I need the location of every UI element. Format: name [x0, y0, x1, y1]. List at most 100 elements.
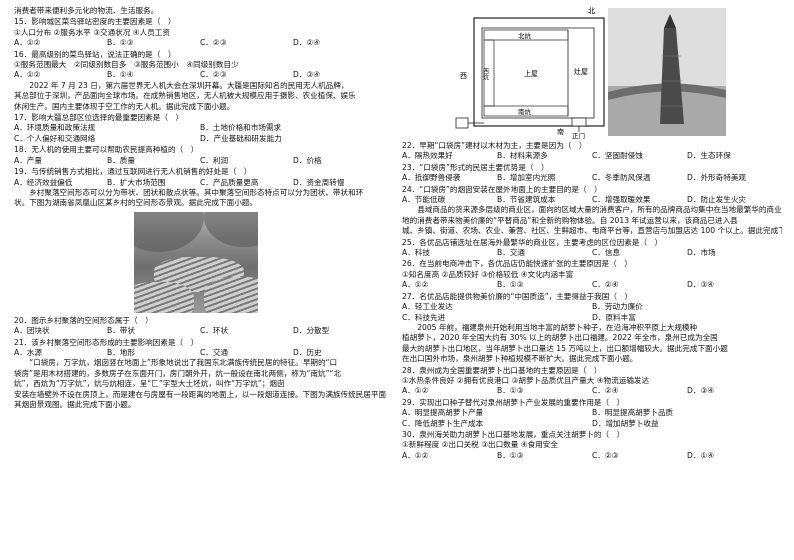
- options: A．环境质量和政策法规 B．土地价格和市场需求: [14, 123, 386, 133]
- option-d: D．市场: [687, 248, 716, 258]
- question-21: 21．该乡村聚落空间形态形成的主要影响因素是（ ） A．水源 B．地形 C．交通…: [14, 338, 386, 359]
- option-b: B．①③: [497, 280, 524, 290]
- passage-village: 乡村聚落空间形态可以分为带状、团状和散点状等。其中聚落空间形态特点可以分为团状、…: [14, 188, 386, 209]
- option-b: B．地形: [107, 347, 135, 357]
- options: A．经济效益偏低 B．扩大市场范围 C．产品质量更高 D．资金周转慢: [14, 178, 386, 188]
- option-c: C．产品质量更高: [200, 177, 259, 187]
- option-d: D．分散型: [293, 326, 330, 336]
- option-b: B．①③: [497, 450, 524, 460]
- options: C．个人偏好和交通网络 D．产业基础和研发能力: [14, 134, 386, 144]
- option-c: C．②③: [200, 70, 227, 80]
- figure-area: 北 西 南 北炕 南炕 西炕 上屋 灶屋 正门: [402, 6, 782, 140]
- options: A．明显提高胡萝卜产量 B．明显提高胡萝卜品质: [402, 408, 782, 418]
- option-c: C．②④: [592, 280, 619, 290]
- question-18: 18．无人机的使用主要可以帮助农民提高种植的（ ） A．产量 B．质量 C．利润…: [14, 145, 386, 166]
- village-landscape-photo: [134, 211, 258, 313]
- options: C．降低胡萝卜生产成本 D．增加胡萝卜收益: [402, 419, 782, 429]
- passage-line: 2022 年 7 月 23 日，第六届世界无人机大会在深圳开幕。大疆是国际知名的…: [29, 80, 349, 90]
- option-a: A．节能低碳: [402, 195, 446, 205]
- option-c: C．②④: [592, 386, 619, 396]
- question-items: ①水热条件良好 ②拥有优良港口 ③胡萝卜品质优且产量大 ④物流运输发达: [402, 375, 650, 385]
- passage-line: 炕”，西炕为“万字炕”，炕与炕相连，呈“匚”字型大土坯炕，叫作“万字炕”；烟囱: [14, 379, 285, 389]
- option-b: B．材料来源多: [497, 151, 548, 161]
- option-b: B．①③: [497, 386, 524, 396]
- chimney-symbol: [455, 117, 469, 129]
- option-b: B．扩大市场范围: [107, 177, 166, 187]
- option-a: A．明显提高胡萝卜产量: [402, 408, 484, 418]
- options: A．①② B．①③ C．②③ D．①④: [402, 451, 782, 461]
- west-kang-label: 西炕: [482, 68, 489, 81]
- option-c: C．增强取暖效果: [592, 195, 651, 205]
- question-24: 24．“口袋房”的烟囱安装在屋外地面上的主要目的是（ ） A．节能低碳 B．节省…: [402, 185, 782, 206]
- option-a: A．隔热效果好: [402, 151, 453, 161]
- option-b: B．①③: [107, 38, 134, 48]
- question-22: 22．早期“口袋房”建材以木材为主，主要是因为（ ） A．隔热效果好 B．材料来…: [402, 141, 782, 162]
- passage-line: 在出口国外市场，泉州胡萝卜种植规模不断扩大。据此完成下面小题。: [402, 354, 638, 364]
- chimney-photo: [608, 8, 726, 136]
- passage-line: 2005 年前，福建泉州开始利用当地丰富的胡萝卜种子，在沿海冲积平原上大规模种: [417, 322, 698, 332]
- passage-line: 袋房”是用木材搭建的，多数房子在东面开门，房门朝外开，炕一般设在南北两侧，称为“…: [14, 368, 342, 378]
- option-c: C．冬季防风保温: [592, 173, 651, 183]
- question-stem: 29．实现出口种子替代对泉州胡萝卜产业发展的重要作用是（ ）: [402, 397, 625, 407]
- option-a: A．①②: [14, 70, 41, 80]
- options: A．团块状 B．带状 C．环状 D．分散型: [14, 326, 386, 336]
- option-c: C．交通: [200, 347, 229, 357]
- option-b: B．交通: [497, 248, 525, 258]
- options: A．①② B．①④ C．②③ D．③④: [14, 70, 386, 80]
- right-column: 北 西 南 北炕 南炕 西炕 上屋 灶屋 正门: [402, 6, 782, 461]
- options: A．产量 B．质量 C．利润 D．价格: [14, 156, 386, 166]
- option-d: D．③④: [687, 280, 715, 290]
- question-29: 29．实现出口种子替代对泉州胡萝卜产业发展的重要作用是（ ） A．明显提高胡萝卜…: [402, 398, 782, 429]
- option-b: B．明显提高胡萝卜品质: [592, 408, 674, 418]
- question-23: 23．“口袋房”形式的民居主要优势是（ ） A．抵御野兽侵袭 B．增加室内光照 …: [402, 163, 782, 184]
- question-stem: 28．泉州成为全国重要胡萝卜出口基地的主要原因是（ ）: [402, 365, 602, 375]
- option-c: C．坚固耐侵蚀: [592, 151, 643, 161]
- options: A．隔热效果好 B．材料来源多 C．坚固耐侵蚀 D．生态环保: [402, 151, 782, 161]
- option-a: A．水源: [14, 347, 42, 357]
- option-b: B．劳动力廉价: [592, 302, 643, 312]
- question-stem: 24．“口袋房”的烟囱安装在屋外地面上的主要目的是（ ）: [402, 184, 602, 194]
- main-room-label: 上屋: [524, 69, 538, 78]
- option-d: D．产业基础和研发能力: [200, 133, 282, 143]
- question-stem: 21．该乡村聚落空间形态形成的主要影响因素是（ ）: [14, 337, 199, 347]
- option-c: C．②③: [592, 450, 619, 460]
- option-d: D．资金周转慢: [293, 177, 345, 187]
- question-15: 15．影响城区菜鸟驿站密度的主要因素是（ ） ①人口分布 ②服务水平 ③交通状况…: [14, 17, 386, 48]
- passage-line: 其总部位于深圳，产品面向全球市场。在成熟销售地区，无人机被大规模应用于摄影、农业…: [14, 91, 356, 101]
- question-stem: 19．与传统销售方式相比，通过互联网进行无人机销售的好处是（ ）: [14, 167, 252, 177]
- left-column: 消费者带来便利多元化的物流、生活服务。 15．影响城区菜鸟驿站密度的主要因素是（…: [14, 6, 386, 410]
- main-door: [571, 117, 587, 127]
- question-items: ①人口分布 ②服务水平 ③交通状况 ④人员工资: [14, 27, 170, 37]
- question-stem: 22．早期“口袋房”建材以木材为主，主要是因为（ ）: [402, 141, 587, 150]
- option-b: B．①④: [107, 70, 134, 80]
- option-c: C．利润: [200, 155, 229, 165]
- passage-line: 县域商品的货来源多层级的商业区，面向的区域大量的消费客户，所有的品牌商品均集中在…: [417, 205, 782, 215]
- question-stem: 20．图示乡村聚落的空间形态属于（ ）: [14, 315, 153, 325]
- options: A．轻工业发达 B．劳动力廉价: [402, 302, 782, 312]
- options: A．抵御野兽侵袭 B．增加室内光照 C．冬季防风保温 D．外形奇特美观: [402, 173, 782, 183]
- option-b: B．质量: [107, 155, 135, 165]
- option-b: B．增加室内光照: [497, 173, 556, 183]
- outer-room-label: 灶屋: [574, 67, 588, 76]
- options: C．科技先进 D．原料丰富: [402, 313, 782, 323]
- passage-pocket-house: “口袋房，万字炕，烟囱竖在地面上”形象地说出了我国东北满族传统民居的特征。早期的…: [14, 358, 386, 410]
- option-c: C．②③: [200, 38, 227, 48]
- option-a: A．①②: [402, 280, 429, 290]
- option-d: D．③④: [293, 70, 321, 80]
- question-25: 25．各优品店铺选址在居海外最繁华的商业区，主要考虑的区位因素是（ ） A．科技…: [402, 238, 782, 259]
- option-c: C．环状: [200, 326, 229, 336]
- question-17: 17．影响大疆总部区位选择的最重要因素是（ ） A．环境质量和政策法规 B．土地…: [14, 113, 386, 144]
- question-items: ①知名度高 ②品质较好 ③价格较低 ④文化内涵丰富: [402, 269, 574, 279]
- option-a: A．产量: [14, 155, 42, 165]
- passage-line: 城、乡镇、街道、农场、农业、兼营、社区、生鲜超市、电商平台等，直营店与加盟店达 …: [402, 226, 782, 236]
- question-30: 30．泉州海关助力胡萝卜出口基地发展，重点关注胡萝卜的（ ） ①新鲜程度 ②出口…: [402, 430, 782, 461]
- option-a: A．科技: [402, 248, 430, 258]
- door-label: 正门: [572, 131, 585, 140]
- passage-line: 最大的胡萝卜出口地区，当年胡萝卜出口量达 15 万吨以上，出口额增幅较大。据此完…: [402, 343, 728, 353]
- option-a: A．团块状: [14, 326, 50, 336]
- option-a: A．经济效益偏低: [14, 177, 73, 187]
- question-19: 19．与传统销售方式相比，通过互联网进行无人机销售的好处是（ ） A．经济效益偏…: [14, 167, 386, 188]
- option-d: D．生态环保: [687, 151, 731, 161]
- south-kang-label: 南炕: [518, 107, 532, 116]
- option-b: B．土地价格和市场需求: [200, 123, 282, 133]
